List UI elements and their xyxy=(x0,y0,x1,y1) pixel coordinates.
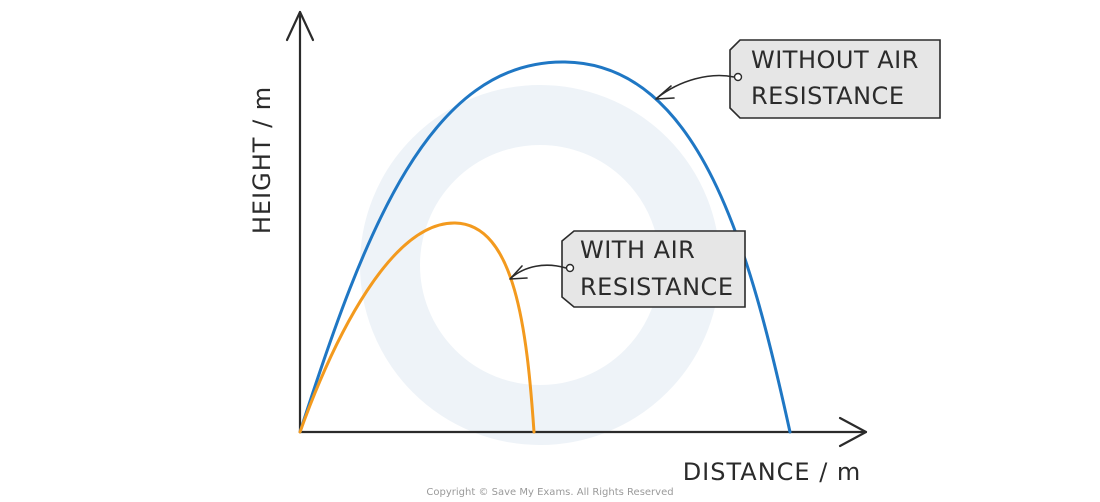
tag-text-line2: RESISTANCE xyxy=(751,82,904,110)
tag-text-line1: WITHOUT AIR xyxy=(751,46,919,74)
curve-with-air-resistance xyxy=(298,221,536,434)
tag-without-air-resistance: WITHOUT AIR RESISTANCE xyxy=(655,39,941,119)
tag-hole xyxy=(565,263,575,273)
tag-hole xyxy=(733,72,743,82)
pointer-line xyxy=(510,264,567,279)
tag-with-air-resistance: WITH AIR RESISTANCE xyxy=(509,230,746,308)
axes xyxy=(285,10,868,448)
pointer-line xyxy=(656,74,735,99)
tag-text-line2: RESISTANCE xyxy=(580,273,733,301)
tag-box xyxy=(561,230,746,308)
y-axis-arrowhead xyxy=(285,10,315,42)
tag-text-line1: WITH AIR xyxy=(580,236,695,264)
pointer-arrowhead xyxy=(509,265,528,280)
x-axis-arrowhead xyxy=(838,416,868,448)
tag-box xyxy=(729,39,941,119)
x-axis-label: DISTANCE / m xyxy=(683,458,862,486)
y-axis-label: HEIGHT / m xyxy=(248,86,276,234)
pointer-arrowhead xyxy=(655,85,675,100)
copyright-text: Copyright © Save My Exams. All Rights Re… xyxy=(426,487,673,498)
